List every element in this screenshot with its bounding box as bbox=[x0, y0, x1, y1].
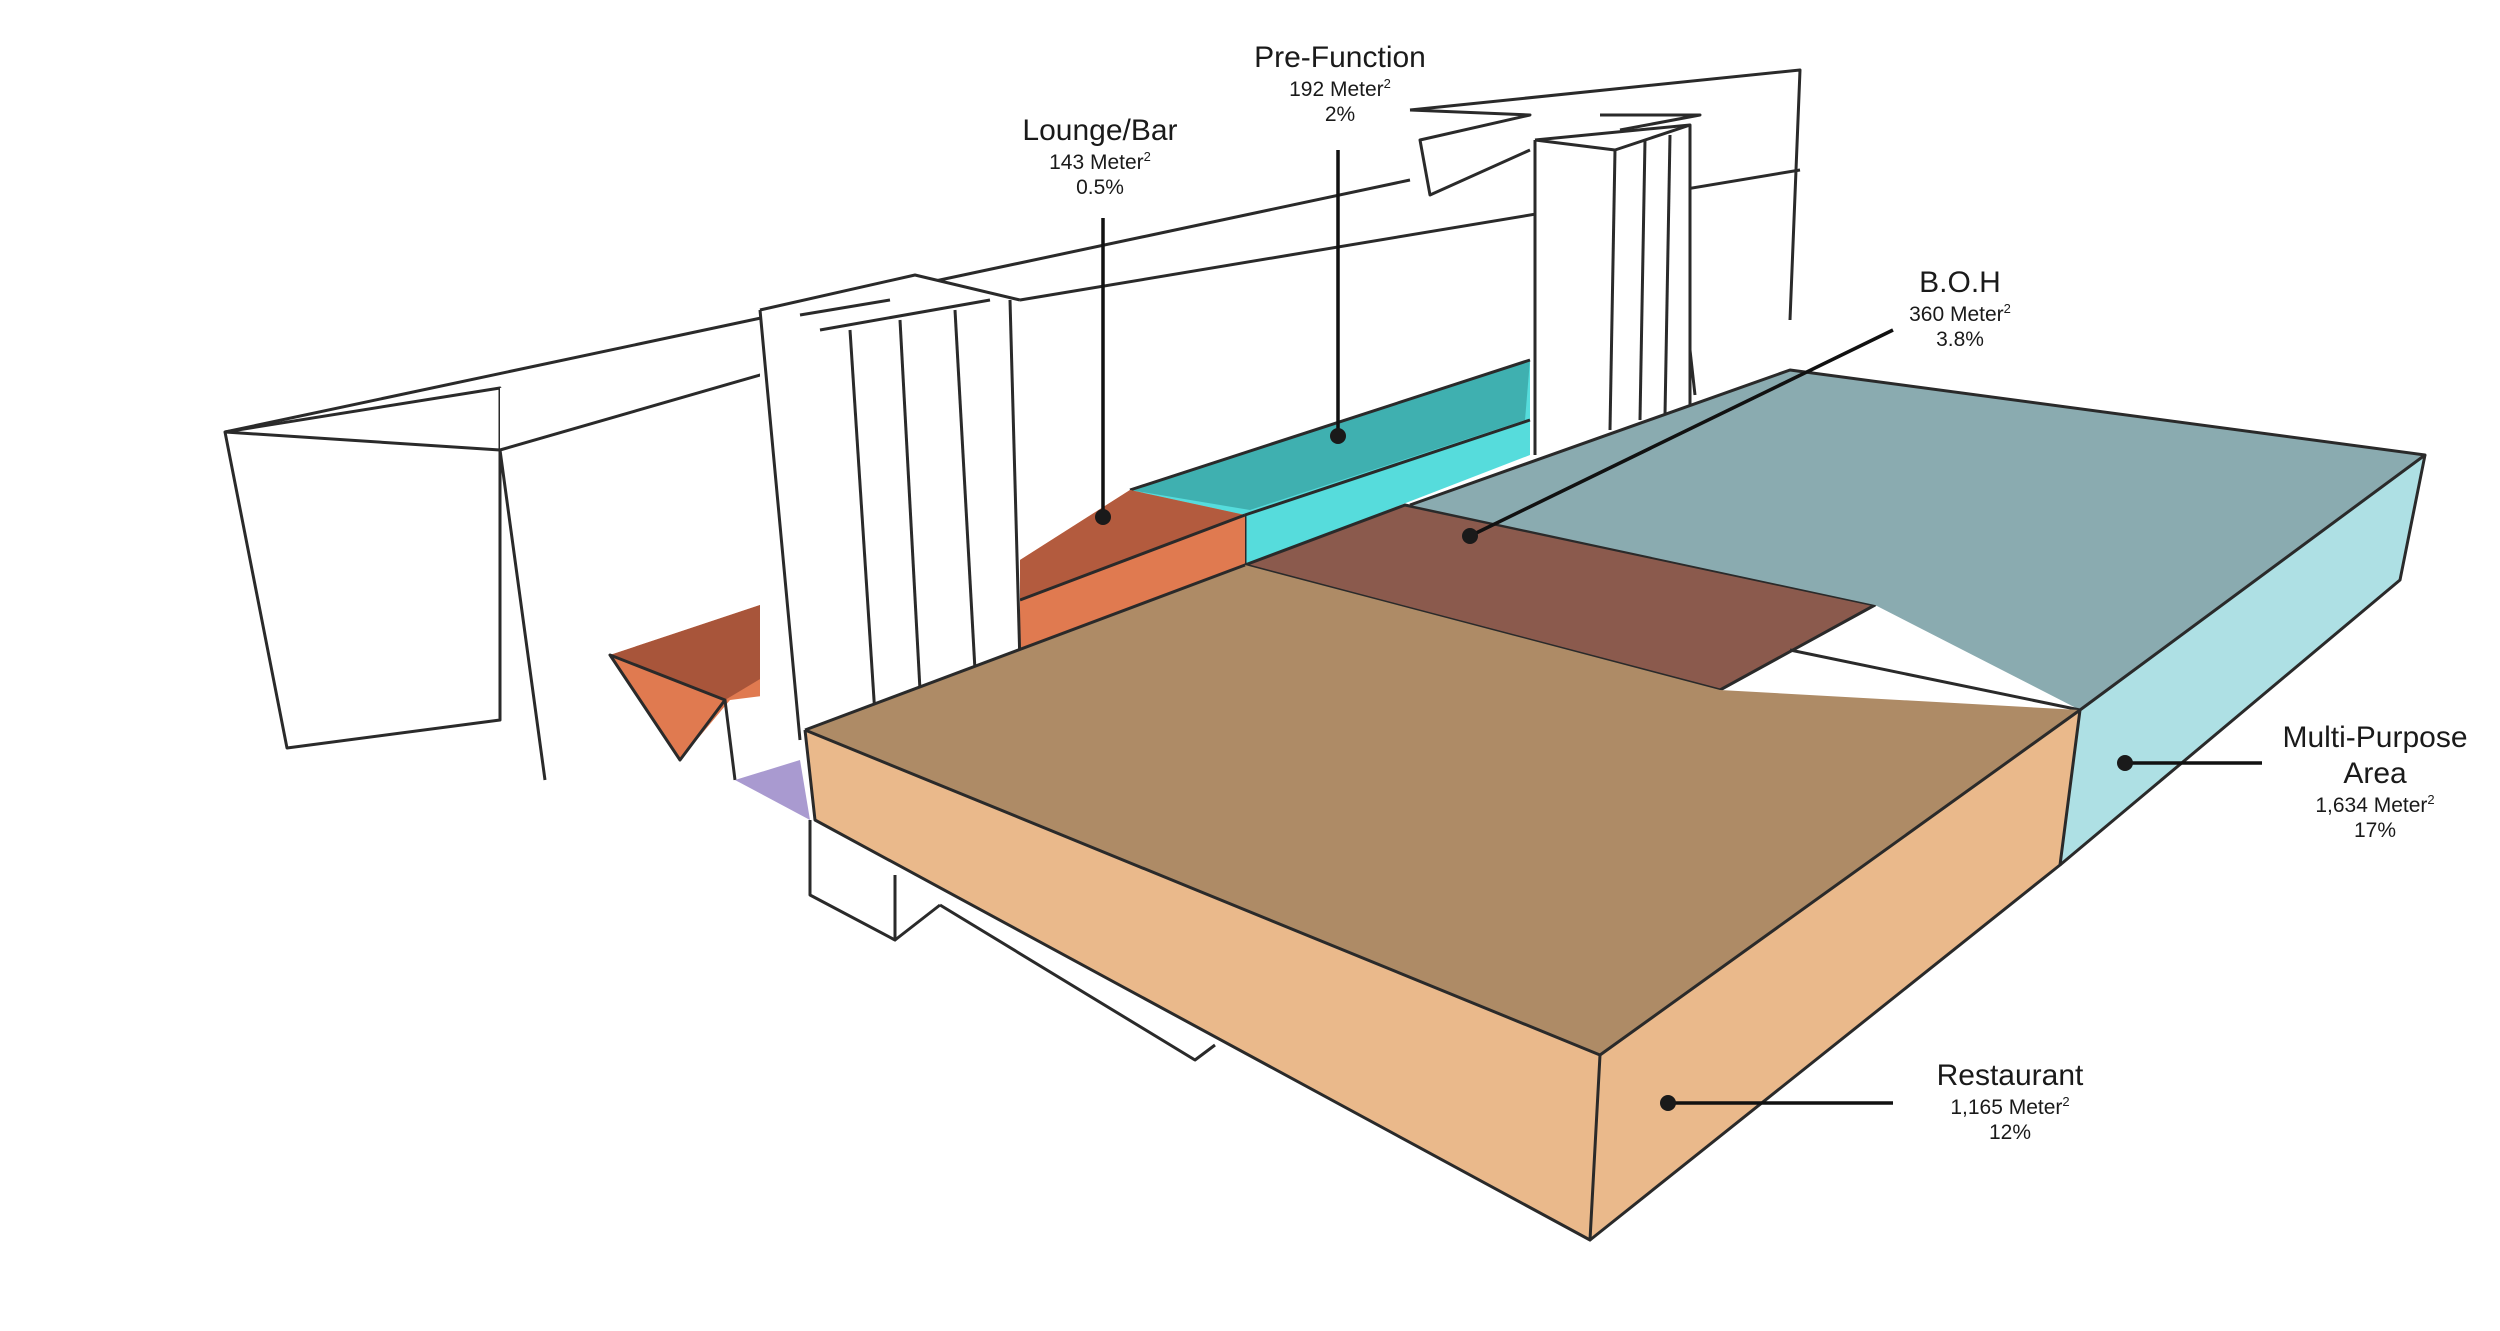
label-lounge-bar: Lounge/Bar 143 Meter2 0.5% bbox=[1000, 113, 1200, 200]
lounge-marker-dot bbox=[1095, 509, 1111, 525]
zone-area: 1,634 Meter bbox=[2315, 794, 2428, 817]
left-core-tower bbox=[758, 273, 1022, 741]
label-multi-purpose-area: Multi-Purpose Area 1,634 Meter2 17% bbox=[2255, 720, 2495, 843]
right-core-tower bbox=[1533, 123, 1692, 455]
restaurant-marker-dot bbox=[1660, 1095, 1676, 1111]
leader-lines bbox=[1095, 150, 2262, 1111]
zone-percent: 2% bbox=[1324, 103, 1356, 127]
restaurant-volume bbox=[803, 563, 2082, 1242]
multipurpose-marker-dot bbox=[2117, 755, 2133, 771]
label-pre-function: Pre-Function 192 Meter2 2% bbox=[1220, 40, 1460, 127]
zone-name: B.O.H bbox=[1919, 266, 2001, 299]
zone-area: 1,165 Meter bbox=[1950, 1096, 2063, 1119]
label-restaurant: Restaurant 1,165 Meter2 12% bbox=[1900, 1058, 2120, 1145]
purple-strip bbox=[735, 760, 810, 820]
boh-marker-dot bbox=[1462, 528, 1478, 544]
zone-area: 192 Meter bbox=[1289, 78, 1384, 101]
zone-name: Lounge/Bar bbox=[1022, 114, 1178, 147]
slab-support bbox=[808, 820, 1216, 1062]
zone-name: Restaurant bbox=[1936, 1059, 2084, 1092]
zone-name: Pre-Function bbox=[1254, 41, 1426, 74]
zone-area: 360 Meter bbox=[1909, 303, 2004, 326]
zone-area: 143 Meter bbox=[1049, 151, 1144, 174]
zone-percent: 12% bbox=[1988, 1121, 2032, 1145]
label-boh: B.O.H 360 Meter2 3.8% bbox=[1860, 265, 2060, 352]
zone-percent: 0.5% bbox=[1076, 176, 1124, 200]
zone-percent: 3.8% bbox=[1936, 328, 1984, 352]
zone-name-line1: Multi-Purpose bbox=[2282, 721, 2468, 754]
prefunction-marker-dot bbox=[1330, 428, 1346, 444]
zone-name-line2: Area bbox=[2343, 757, 2407, 790]
zone-percent: 17% bbox=[2353, 819, 2397, 843]
left-building-block bbox=[223, 380, 547, 781]
